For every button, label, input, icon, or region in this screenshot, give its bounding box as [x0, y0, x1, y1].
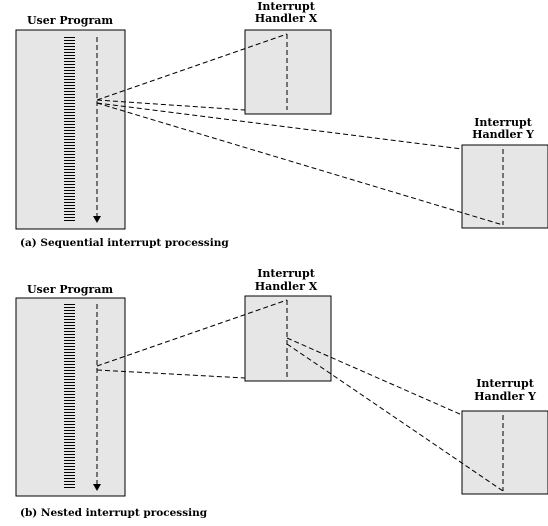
handler-y-label-a-line2: Handler Y	[472, 128, 534, 141]
handler-x-label-a-line2: Handler X	[255, 12, 318, 25]
handler-x-label-b-line1: Interrupt	[257, 267, 316, 280]
handler-x-label-a-line1: Interrupt	[257, 0, 316, 13]
user-program-box-a	[15, 29, 126, 230]
caption-sequential: (a) Sequential interrupt processing	[20, 237, 229, 249]
section-nested: User Program Interrupt Handler X Interru…	[15, 267, 548, 519]
handler-y-label-a-line1: Interrupt	[474, 116, 533, 129]
handler-y-label-b-line2: Handler Y	[474, 390, 536, 403]
execution-arrowhead-b	[93, 484, 101, 491]
user-program-label-a: User Program	[27, 14, 113, 27]
handler-y-box-a	[461, 144, 548, 229]
execution-arrowhead-a	[93, 216, 101, 223]
handler-y-label-b-line1: Interrupt	[476, 377, 535, 390]
caption-nested: (b) Nested interrupt processing	[20, 507, 208, 519]
handler-x-box-a	[244, 29, 332, 115]
interrupt-lines-a	[96, 33, 504, 226]
section-sequential: User Program Interrupt Handler X Interru…	[15, 0, 548, 249]
instruction-ticks-a	[64, 37, 75, 221]
instruction-ticks-b	[64, 304, 75, 488]
interrupt-lines-b	[96, 299, 504, 492]
handler-x-label-b-line2: Handler X	[255, 280, 318, 293]
handler-y-box-b	[461, 410, 548, 495]
user-program-label-b: User Program	[27, 283, 113, 296]
